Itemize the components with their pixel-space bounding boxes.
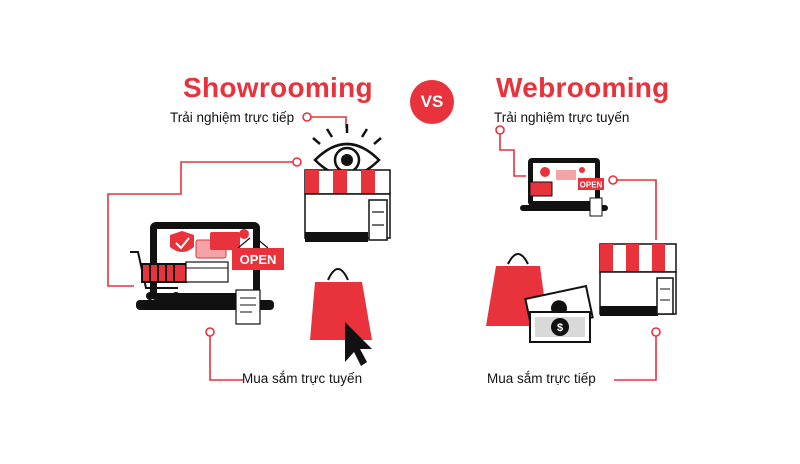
eye-store-icon (304, 124, 391, 242)
showrooming-title: Showrooming (183, 72, 373, 103)
store-icon (599, 243, 677, 316)
webrooming-title: Webrooming (496, 72, 670, 103)
bag-money-icon: $ (486, 253, 594, 343)
small-laptop-icon: OPEN (520, 158, 608, 217)
vs-label: VS (420, 92, 444, 111)
laptop-cart-icon: OPEN (130, 222, 284, 325)
money-dollar-sign: $ (557, 322, 563, 334)
webrooming-connectors (499, 134, 657, 381)
showrooming-label-top: Trải nghiệm trực tiếp (170, 110, 295, 125)
showrooming-connector-dots (205, 112, 312, 337)
webrooming-connector-dots (495, 125, 661, 337)
small-laptop-open-sign: OPEN (580, 181, 603, 190)
laptop-open-sign: OPEN (240, 252, 277, 267)
webrooming-label-bottom: Mua sắm trực tiếp (487, 371, 596, 386)
showrooming-label-bottom: Mua sắm trực tuyến (242, 371, 363, 386)
webrooming-label-top: Trải nghiệm trực tuyến (494, 110, 630, 125)
vs-badge: VS (410, 80, 454, 124)
shopping-bag-cursor-icon (310, 268, 372, 366)
